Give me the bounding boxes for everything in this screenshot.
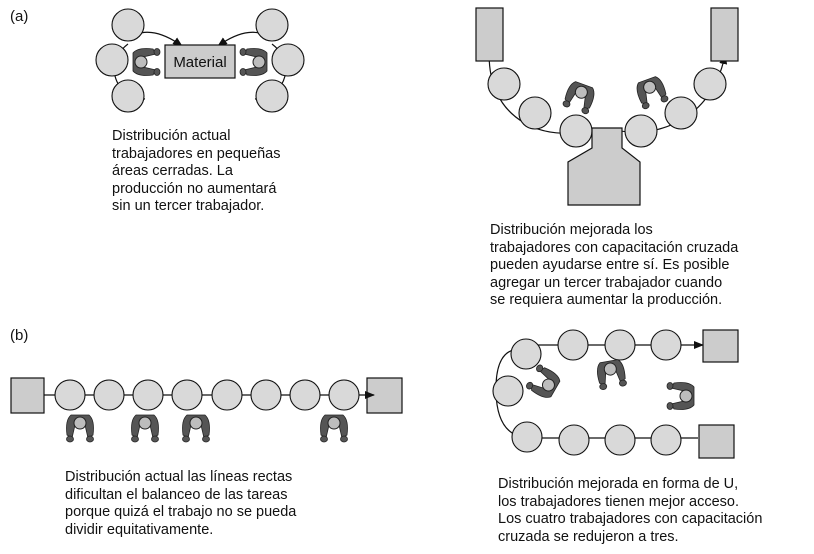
- input-box: [698, 424, 735, 459]
- caption-line: áreas cerradas. La: [112, 163, 233, 179]
- input-station: [475, 7, 504, 62]
- workstation-circle: [289, 379, 321, 411]
- panel-label-b: (b): [10, 327, 29, 344]
- workstation-circle: [328, 379, 360, 411]
- b-right-layout: [492, 329, 739, 459]
- workstation-circle: [93, 379, 125, 411]
- workstation-circle: [664, 96, 698, 130]
- workstation-circle: [557, 329, 589, 361]
- workstation-circle: [650, 329, 682, 361]
- workstation-circle: [559, 114, 593, 148]
- material-box: [164, 44, 236, 79]
- worker-icon: [132, 48, 161, 76]
- a-left-layout: Material: [95, 8, 305, 113]
- worker-icon: [320, 414, 348, 443]
- workstation-circle: [650, 424, 682, 456]
- worker-icon: [633, 74, 670, 111]
- worker-icon: [666, 382, 695, 410]
- caption-line: Distribución mejorada en forma de U,: [498, 476, 739, 492]
- input-box: [10, 377, 45, 414]
- worker-icon: [595, 358, 628, 391]
- workstation-circle: [171, 379, 203, 411]
- material-label: Material: [173, 54, 226, 71]
- caption-line: Los cuatro trabajadores con capacitación: [498, 511, 763, 527]
- caption-line: porque quizá el trabajo no se pueda: [65, 504, 297, 520]
- workstation-circle: [558, 424, 590, 456]
- worker-icon: [239, 48, 268, 76]
- workstation-circle: [604, 329, 636, 361]
- caption-line: los trabajadores tienen mejor acceso.: [498, 493, 739, 510]
- caption-line: Distribución actual las líneas rectas: [65, 469, 293, 485]
- worker-icon: [182, 414, 210, 443]
- workstation-circle: [255, 8, 289, 42]
- workstation-circle: [95, 43, 129, 77]
- workstation-circle: [487, 67, 521, 101]
- caption-a-left: Distribución actual trabajadores en pequ…: [112, 128, 281, 216]
- caption-line: Distribución actual: [112, 128, 231, 144]
- panel-label-a: (a): [10, 8, 29, 25]
- b-left-layout: [10, 377, 403, 443]
- worker-icon: [524, 363, 563, 402]
- caption-a-right: Distribución mejorada los trabajadores c…: [490, 222, 738, 310]
- caption-line: producción no aumentará: [112, 180, 277, 197]
- worker-icon: [561, 79, 598, 116]
- caption-b-left: Distribución actual las líneas rectas di…: [65, 469, 296, 539]
- caption-line: Distribución mejorada los: [490, 222, 653, 238]
- workstation-circle: [211, 379, 243, 411]
- output-station: [710, 7, 739, 62]
- workstation-circle: [54, 379, 86, 411]
- workstation-circle: [111, 79, 145, 113]
- central-machine: [567, 127, 641, 206]
- caption-line: agregar un tercer trabajador cuando: [490, 274, 723, 291]
- workstation-circle: [624, 114, 658, 148]
- workstation-circle: [132, 379, 164, 411]
- caption-line: sin un tercer trabajador.: [112, 198, 265, 214]
- output-box: [702, 329, 739, 363]
- workstation-circle: [604, 424, 636, 456]
- a-right-layout: [475, 7, 739, 206]
- workstation-circle: [492, 375, 524, 407]
- workstation-circle: [271, 43, 305, 77]
- caption-line: trabajadores en pequeñas: [112, 145, 281, 162]
- caption-line: trabajadores con capacitación cruzada: [490, 239, 739, 256]
- worker-icon: [66, 414, 94, 443]
- workstation-circle: [111, 8, 145, 42]
- caption-line: se requiera aumentar la producción.: [490, 292, 723, 308]
- caption-b-right: Distribución mejorada en forma de U, los…: [498, 476, 762, 546]
- caption-line: dificultan el balanceo de las tareas: [65, 486, 288, 503]
- caption-line: cruzada se redujeron a tres.: [498, 528, 679, 545]
- caption-line: pueden ayudarse entre sí. Es posible: [490, 257, 730, 273]
- workstation-circle: [250, 379, 282, 411]
- workstation-circle: [510, 338, 542, 370]
- workstation-circle: [511, 421, 543, 453]
- workstation-circle: [693, 67, 727, 101]
- workstation-circle: [255, 79, 289, 113]
- caption-line: dividir equitativamente.: [65, 521, 214, 538]
- worker-icon: [131, 414, 159, 443]
- workstation-circle: [518, 96, 552, 130]
